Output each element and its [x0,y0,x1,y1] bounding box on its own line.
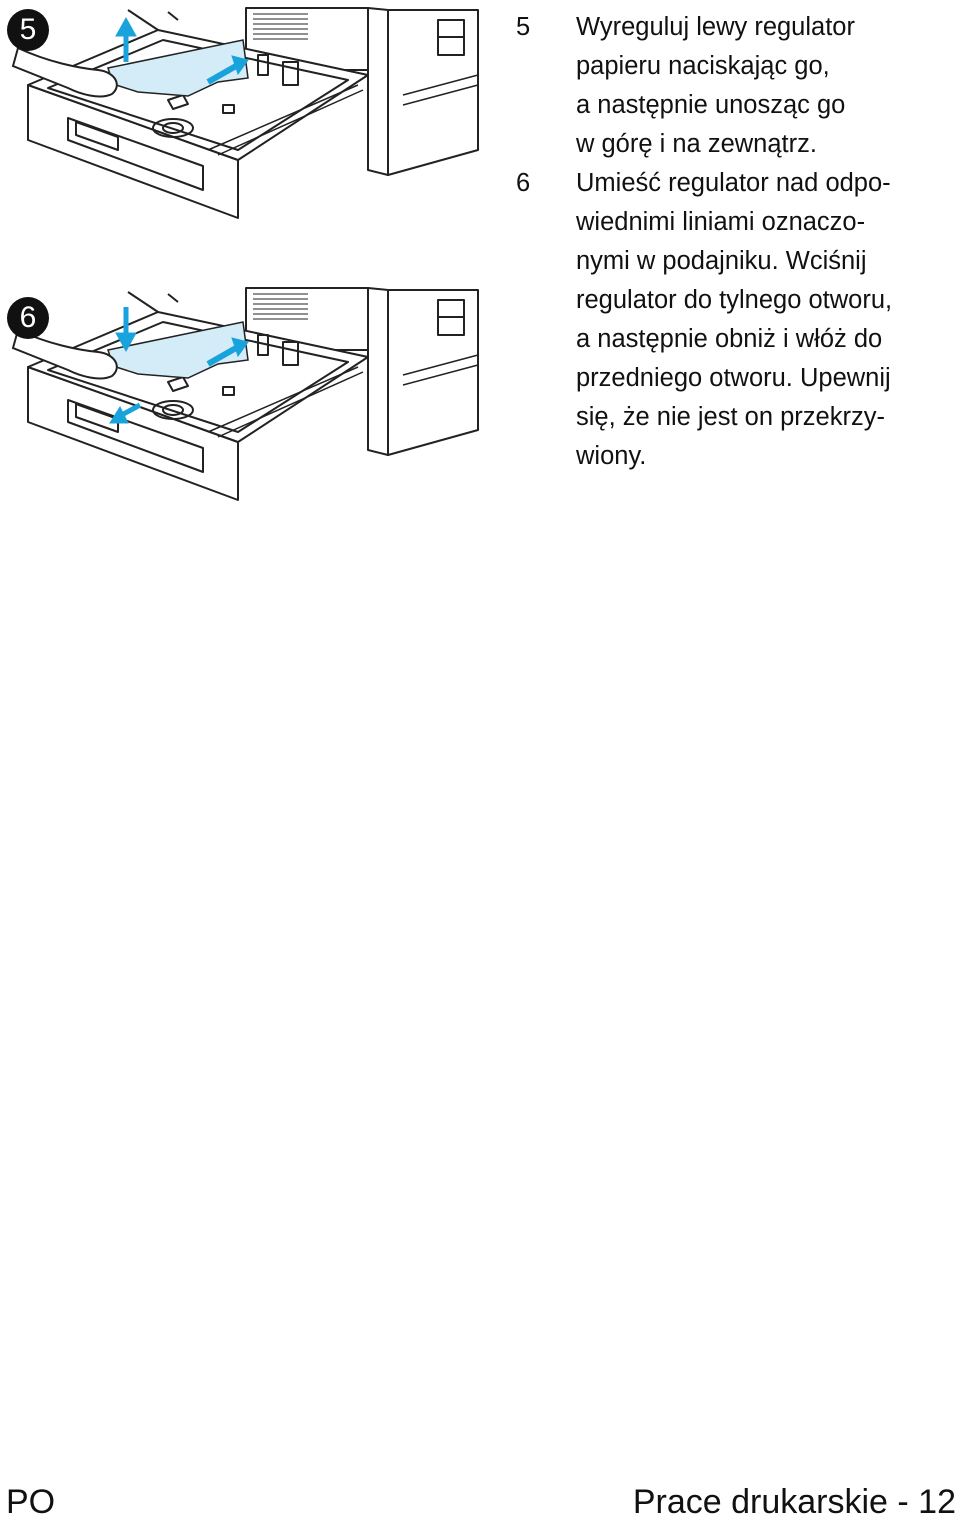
step-5-instruction: 5 Wyreguluj lewy regulator papieru nacis… [516,8,956,164]
step-text-line: regulator do tylnego otworu, [576,286,893,314]
step-6-instruction: 6 Umieść regulator nad odpo- wiednimi li… [516,164,956,476]
step-number: 6 [516,169,531,197]
step-text-line: a następnie obniż i włóż do [576,325,883,353]
step-text-line: się, że nie jest on przekrzy- [576,403,885,431]
step-text-line: Umieść regulator nad odpo- [576,169,891,197]
step-6-badge: 6 [7,297,49,339]
tray-illustration-step-5 [8,0,488,240]
step-text-line: wiony. [576,442,647,470]
step-text-line: w górę i na zewnątrz. [576,130,817,158]
step-text-line: nymi w podajniku. Wciśnij [576,247,867,275]
paper-tray-guide-lift-illustration-icon [11,7,479,219]
step-text-line: przedniego otworu. Upewnij [576,364,891,392]
footer-page-label: Prace drukarskie - 12 [632,1483,956,1521]
paper-tray-guide-insert-illustration-icon [11,287,479,501]
step-text-line: a następnie unosząc go [576,91,846,119]
step-text-line: papieru naciskając go, [576,52,830,80]
page-footer: PO Prace drukarskie - 12 [6,1480,956,1524]
footer-language-code: PO [6,1483,56,1521]
step-text-line: wiednimi liniami oznaczo- [576,208,866,236]
step-text-line: Wyreguluj lewy regulator [576,13,855,41]
instruction-steps: 5 Wyreguluj lewy regulator papieru nacis… [516,8,956,476]
step-number: 5 [516,13,531,41]
tray-illustration-step-6 [8,285,488,515]
step-5-badge: 5 [7,9,49,51]
